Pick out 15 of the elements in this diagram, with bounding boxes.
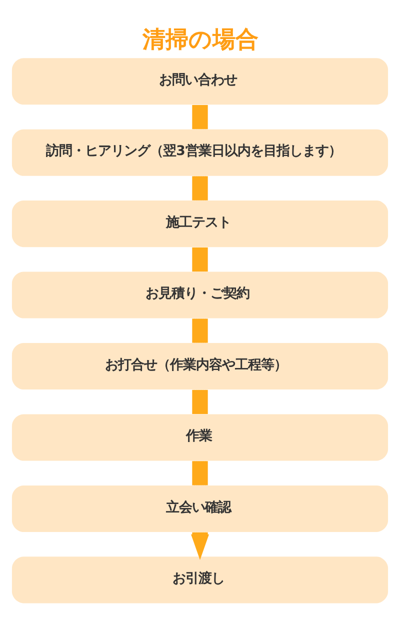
node-box: お見積り・ご契約 [12, 271, 388, 318]
connector [192, 389, 208, 414]
connector [192, 104, 208, 129]
node-box: お打合せ（作業内容や工程等） [12, 342, 388, 390]
node-box: 立会い確認 [12, 484, 388, 532]
node-box: 訪問・ヒアリング（翌3営業日以内を目指します） [12, 128, 388, 176]
node-box: 施工テスト [12, 200, 388, 247]
connector [192, 246, 208, 272]
node-box: 作業 [12, 414, 388, 460]
diagram-title: 清掃の場合 [142, 26, 259, 52]
node-box: お引渡し [12, 556, 388, 603]
node-box: お問い合わせ [12, 58, 388, 104]
connector [192, 176, 208, 200]
connector [192, 318, 208, 342]
connector [192, 460, 208, 485]
